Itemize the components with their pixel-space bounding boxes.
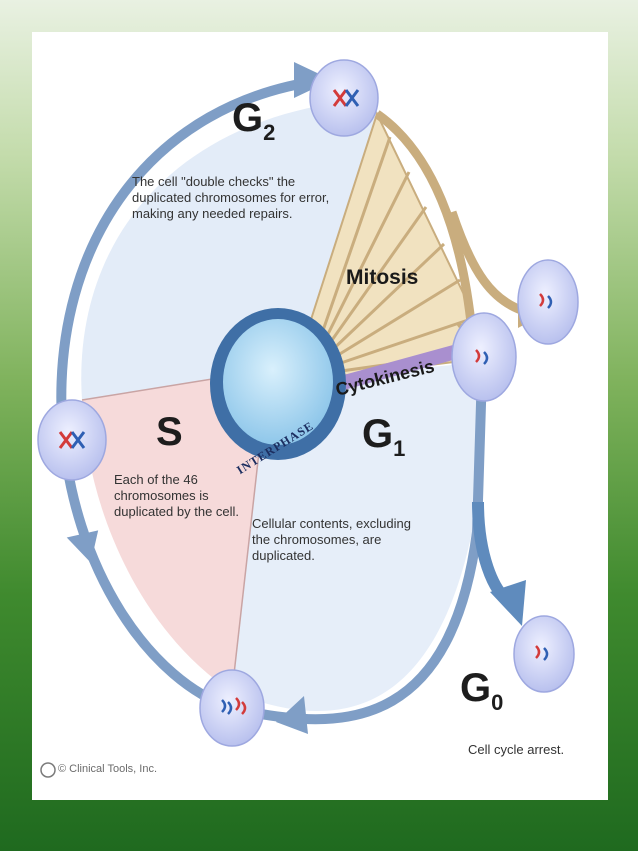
cycle-arrowhead-left (66, 530, 99, 563)
g2-label: G2 (232, 96, 276, 145)
g0-subscript: 0 (491, 690, 504, 715)
cell-left (37, 399, 107, 481)
mitosis-arrow-g1 (374, 110, 477, 333)
s-sector (82, 370, 268, 692)
nucleus (223, 319, 333, 445)
cell-daughter (517, 259, 579, 345)
g0-description: Cell cycle arrest. (468, 742, 565, 757)
cycle-arrowhead-top (294, 62, 332, 98)
mitosis-stripes (317, 136, 493, 374)
g0-label: G0 (460, 666, 504, 715)
copyright-text: © Clinical Tools, Inc. (58, 763, 157, 775)
cell-g1 (451, 312, 517, 402)
g1-label: G1 (362, 412, 406, 461)
g0-exit-arrowhead (490, 580, 526, 626)
g1-subscript: 1 (393, 436, 406, 461)
diagram-slide: G2 The cell "double checks" the duplicat… (32, 32, 608, 800)
cell-bottom (199, 669, 265, 747)
mitosis-label: Mitosis (346, 266, 419, 289)
cytokinesis-band (318, 337, 486, 396)
s-label: S (156, 410, 183, 454)
s-description: Each of the 46 chromosomes is duplicated… (114, 472, 240, 519)
cycle-arrowhead-bottom (276, 696, 308, 734)
mitosis-arrow-out (447, 210, 529, 317)
cell-g0 (513, 615, 575, 693)
g1-description: Cellular contents, excluding the chromos… (252, 516, 411, 563)
cell-cycle-diagram (37, 59, 579, 778)
copyright-icon (40, 762, 56, 778)
cell-top (309, 59, 379, 137)
g2-subscript: 2 (263, 120, 276, 145)
g2-description: The cell "double checks" the duplicated … (132, 174, 330, 221)
